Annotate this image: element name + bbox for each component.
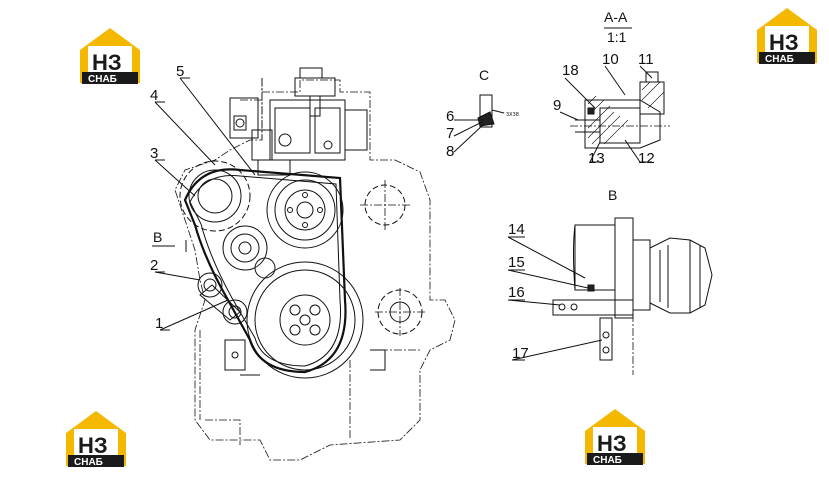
callout-7: 7 bbox=[446, 125, 454, 142]
main-view-leaders bbox=[152, 77, 256, 331]
logo-mark: НЗ bbox=[769, 30, 799, 55]
callout-labels: 5 4 3 B 2 1 C 6 7 8 3X38 A-A 1:1 18 10 1… bbox=[150, 9, 655, 362]
view-b bbox=[507, 217, 713, 375]
logo-text: СНАБ bbox=[593, 455, 622, 466]
engine-front-view bbox=[174, 67, 456, 461]
logo-mark: НЗ bbox=[78, 433, 108, 458]
callout-12: 12 bbox=[638, 150, 655, 167]
section-scale-aa: 1:1 bbox=[607, 29, 627, 45]
callout-17: 17 bbox=[512, 345, 529, 362]
logo-bottom-left: НЗ СНАБ bbox=[66, 411, 126, 468]
callout-18: 18 bbox=[562, 62, 579, 79]
callout-3: 3 bbox=[150, 145, 158, 162]
logo-mark: НЗ bbox=[597, 431, 627, 456]
logo-bottom-right: НЗ СНАБ bbox=[585, 409, 645, 466]
view-label-b-left: B bbox=[153, 229, 162, 245]
callout-8: 8 bbox=[446, 143, 454, 160]
logo-text: СНАБ bbox=[74, 457, 103, 468]
logo-text: СНАБ bbox=[765, 54, 794, 65]
callout-14: 14 bbox=[508, 221, 525, 238]
view-label-b-right: B bbox=[608, 187, 617, 203]
callout-6: 6 bbox=[446, 108, 454, 125]
callout-10: 10 bbox=[602, 51, 619, 68]
logo-text: СНАБ bbox=[88, 74, 117, 85]
logo-top-left: НЗ СНАБ bbox=[80, 28, 140, 85]
logo-top-right: НЗ СНАБ bbox=[757, 8, 817, 65]
detail-c bbox=[453, 94, 505, 153]
callout-1: 1 bbox=[155, 315, 163, 332]
view-label-c: C bbox=[479, 67, 489, 83]
logo-mark: НЗ bbox=[92, 50, 122, 75]
callout-4: 4 bbox=[150, 87, 158, 104]
section-title-aa: A-A bbox=[604, 9, 628, 25]
callout-15: 15 bbox=[508, 254, 525, 271]
callout-13: 13 bbox=[588, 150, 605, 167]
detail-c-note: 3X38 bbox=[506, 112, 519, 118]
callout-9: 9 bbox=[553, 97, 561, 114]
callout-16: 16 bbox=[508, 284, 525, 301]
callout-11: 11 bbox=[638, 51, 654, 68]
section-aa bbox=[559, 27, 670, 163]
callout-2: 2 bbox=[150, 257, 158, 274]
callout-5: 5 bbox=[176, 63, 184, 80]
